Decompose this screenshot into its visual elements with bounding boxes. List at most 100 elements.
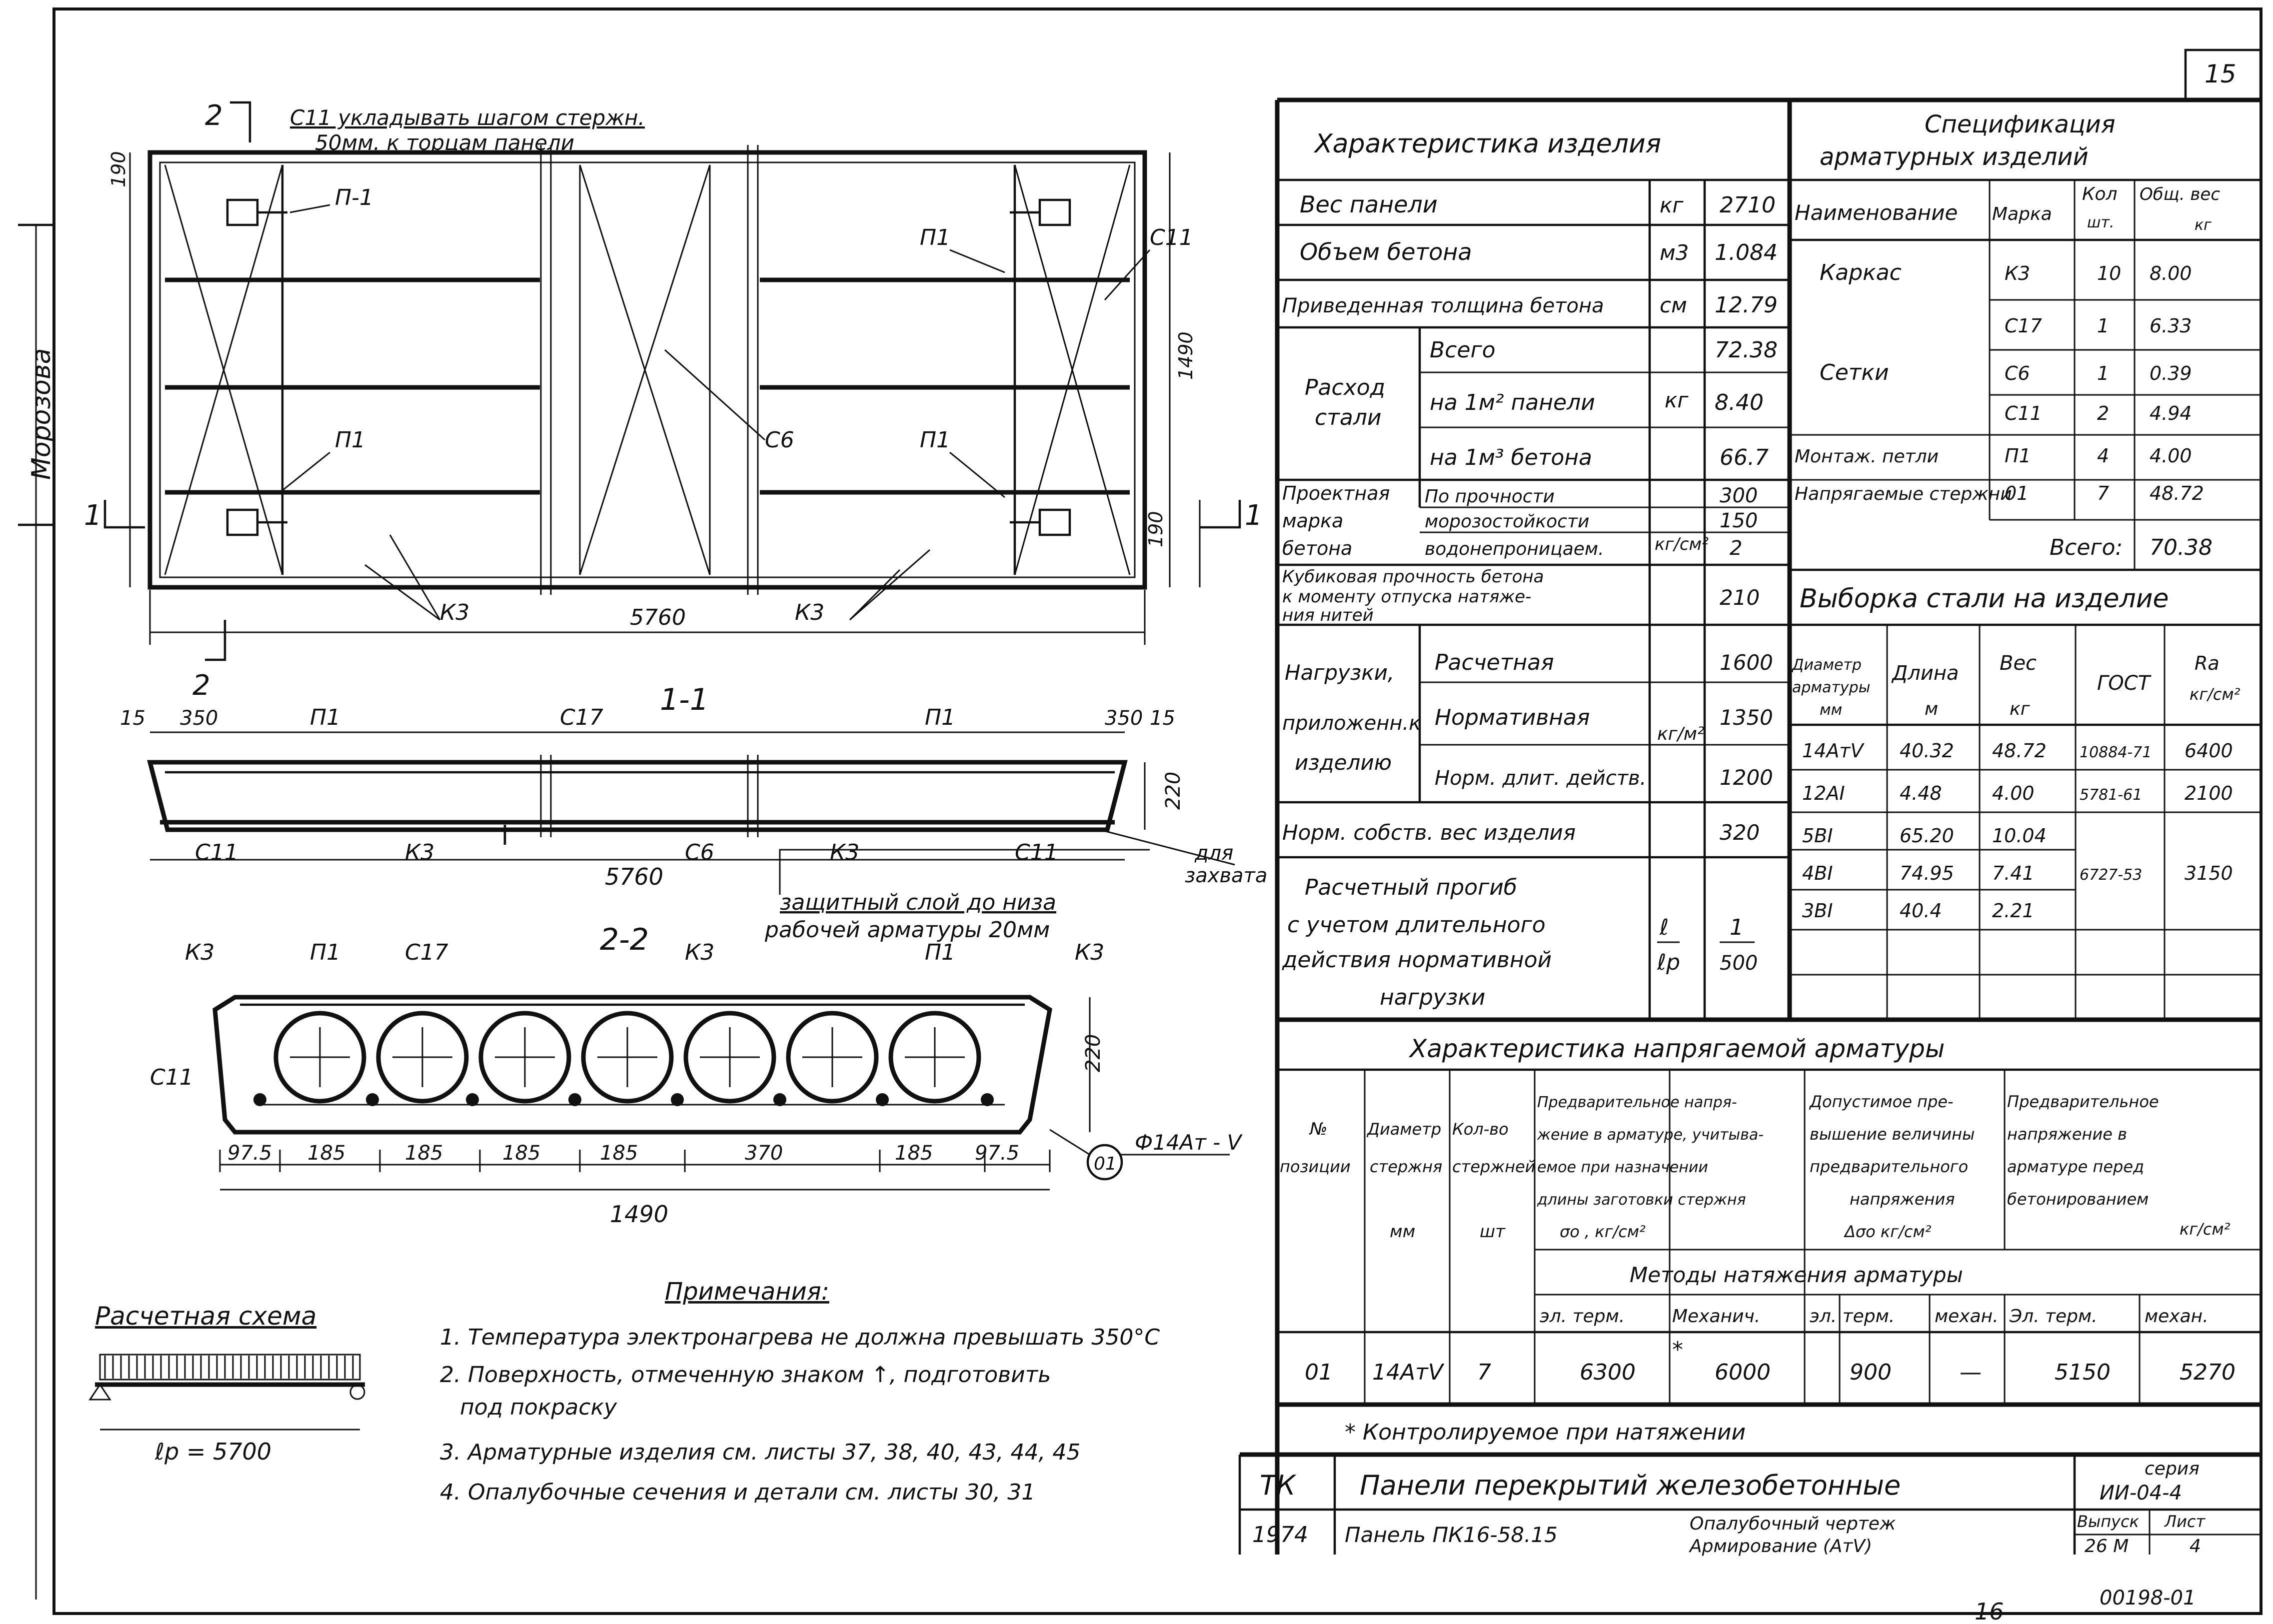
- support-roller: [349, 1384, 365, 1400]
- defl-label-4: нагрузки: [1380, 985, 1485, 1010]
- load-row-label: Норм. длит. действ.: [1435, 767, 1646, 790]
- s11-label: К3: [405, 840, 434, 865]
- s22-height: 220: [1082, 1034, 1105, 1072]
- grade-row-label: морозостойкости: [1425, 511, 1589, 532]
- sel-gost: 5781-61: [2080, 786, 2142, 804]
- stamp-year: 1974: [1252, 1522, 1308, 1548]
- sel-h-w-2: кг: [2010, 699, 2031, 719]
- product-row-label: Вес панели: [1300, 191, 1438, 218]
- spec-title-1: Спецификация: [1925, 110, 2116, 138]
- section-2-2: [212, 995, 1230, 1191]
- hollow-cores: [253, 1011, 994, 1106]
- s11-note-grip-1: для: [1194, 842, 1233, 865]
- sel-weight: 4.00: [1992, 782, 2035, 804]
- sel-h-w-1: Вес: [2000, 652, 2037, 675]
- load-unit: кг/м²: [1657, 724, 1704, 744]
- note-1: 1. Температура электронагрева не должна …: [440, 1325, 1160, 1350]
- sheet-frame: [52, 7, 2263, 1615]
- section-2-2-outline: [212, 995, 1052, 1135]
- s11-label: С11: [195, 840, 238, 865]
- sel-diameter: 5ВⅠ: [1802, 825, 1833, 847]
- sel-diameter: 3ВⅠ: [1802, 900, 1833, 922]
- prestressed-bar: [671, 1093, 684, 1106]
- spec-mark: С6: [2005, 362, 2030, 384]
- s11-label: С11: [1015, 840, 1058, 865]
- sel-length: 4.48: [1900, 782, 1942, 804]
- sel-h-ra-2: кг/см²: [2190, 685, 2241, 704]
- plan-dim-190-bottom: 190: [1145, 511, 1167, 547]
- s22-label: П1: [925, 940, 955, 965]
- plan-label: К3: [795, 600, 824, 625]
- spec-total: 70.38: [2150, 535, 2213, 560]
- callout-circle: [1086, 1144, 1123, 1181]
- product-row-unit: см: [1660, 293, 1687, 317]
- leader: [1049, 1129, 1090, 1156]
- product-row-value: 2710: [1720, 192, 1776, 218]
- sel-h-len-1: Длина: [1891, 662, 1959, 685]
- steel-label-1: Расход: [1305, 375, 1385, 400]
- grade-row-value: 150: [1720, 509, 1758, 532]
- product-row-label: Объем бетона: [1300, 238, 1472, 265]
- spec-name: Сетки: [1820, 360, 1889, 385]
- leader: [949, 249, 1005, 273]
- s22-label: С11: [150, 1065, 193, 1090]
- prestressed-bar: [568, 1093, 581, 1106]
- plan-label: С6: [765, 427, 794, 453]
- spec-name: Каркас: [1820, 260, 1902, 285]
- plan-label: П-1: [335, 185, 373, 210]
- leader: [849, 549, 930, 621]
- s11-dim: 5760: [605, 863, 663, 890]
- grade-label-2: марка: [1282, 510, 1343, 532]
- section-1-1: [147, 731, 1235, 895]
- sel-length: 74.95: [1900, 862, 1954, 884]
- leader: [664, 349, 766, 441]
- plan-label: К3: [440, 600, 469, 625]
- prestress-title: Характеристика напрягаемой арматуры: [1408, 1034, 1945, 1063]
- sel-length: 40.4: [1900, 900, 1942, 922]
- stamp-sub-1: Опалубочный чертеж: [1690, 1514, 1896, 1534]
- tables-grid: [1238, 97, 2261, 1555]
- grade-row-label: водонепроницаем.: [1425, 539, 1604, 559]
- stamp-sub-2: Армирование (АтⅤ): [1689, 1536, 1872, 1557]
- load-row-value: 1200: [1720, 765, 1773, 790]
- lifting-loop: [1010, 198, 1071, 226]
- ps-cell: 5150: [2055, 1360, 2111, 1385]
- ps-h-dop-3: предварительного: [1810, 1157, 1968, 1176]
- spec-weight: 0.39: [2150, 362, 2192, 384]
- grade-label-3: бетона: [1282, 537, 1352, 559]
- prestressed-bar: [773, 1093, 786, 1106]
- section-mark-2-top: 2: [205, 99, 223, 132]
- ps-h-d-2: стержня: [1370, 1157, 1442, 1176]
- steel-row-label: на 1м² панели: [1430, 390, 1595, 415]
- ps-cell: 6300: [1580, 1360, 1636, 1385]
- sel-diameter: 12АⅠ: [1802, 782, 1845, 804]
- spec-header-weight-1: Общ. вес: [2140, 184, 2220, 204]
- spec-mark: П1: [2005, 445, 2031, 467]
- note-2: 2. Поверхность, отмеченную знаком ↑, под…: [440, 1362, 1051, 1388]
- ps-h-pre-1: Предварительное напря-: [1537, 1094, 1737, 1111]
- section-mark-arrow: [230, 101, 251, 142]
- s11-dim: 220: [1162, 772, 1185, 810]
- ps-cell: 7: [1477, 1360, 1491, 1385]
- s11-label: П1: [310, 705, 340, 730]
- ps-h-dop-2: вышение величины: [1810, 1125, 1975, 1144]
- ps-h-pre-4: длины заготовки стержня: [1537, 1191, 1746, 1209]
- spec-mark: 01: [2005, 482, 2029, 504]
- s22-label: К3: [1075, 940, 1104, 965]
- lifting-loop: [226, 198, 287, 226]
- stamp-code: 00198-01: [2100, 1587, 2196, 1610]
- spec-qty: 10: [2097, 262, 2121, 284]
- sel-h-ra-1: Rа: [2195, 652, 2220, 674]
- section-mark-arrow: [205, 620, 226, 661]
- ps-h-q-3: шт: [1480, 1222, 1506, 1242]
- ps-subheader: эл. терм.: [1810, 1306, 1895, 1327]
- sel-weight: 48.72: [1992, 740, 2047, 762]
- grade-row-value: 2: [1730, 537, 1742, 560]
- spec-title-2: арматурных изделий: [1820, 143, 2089, 171]
- load-row-value: 1600: [1720, 650, 1773, 675]
- calc-scheme: [88, 1354, 365, 1431]
- leader: [364, 564, 440, 621]
- s22-dim: 370: [745, 1142, 783, 1165]
